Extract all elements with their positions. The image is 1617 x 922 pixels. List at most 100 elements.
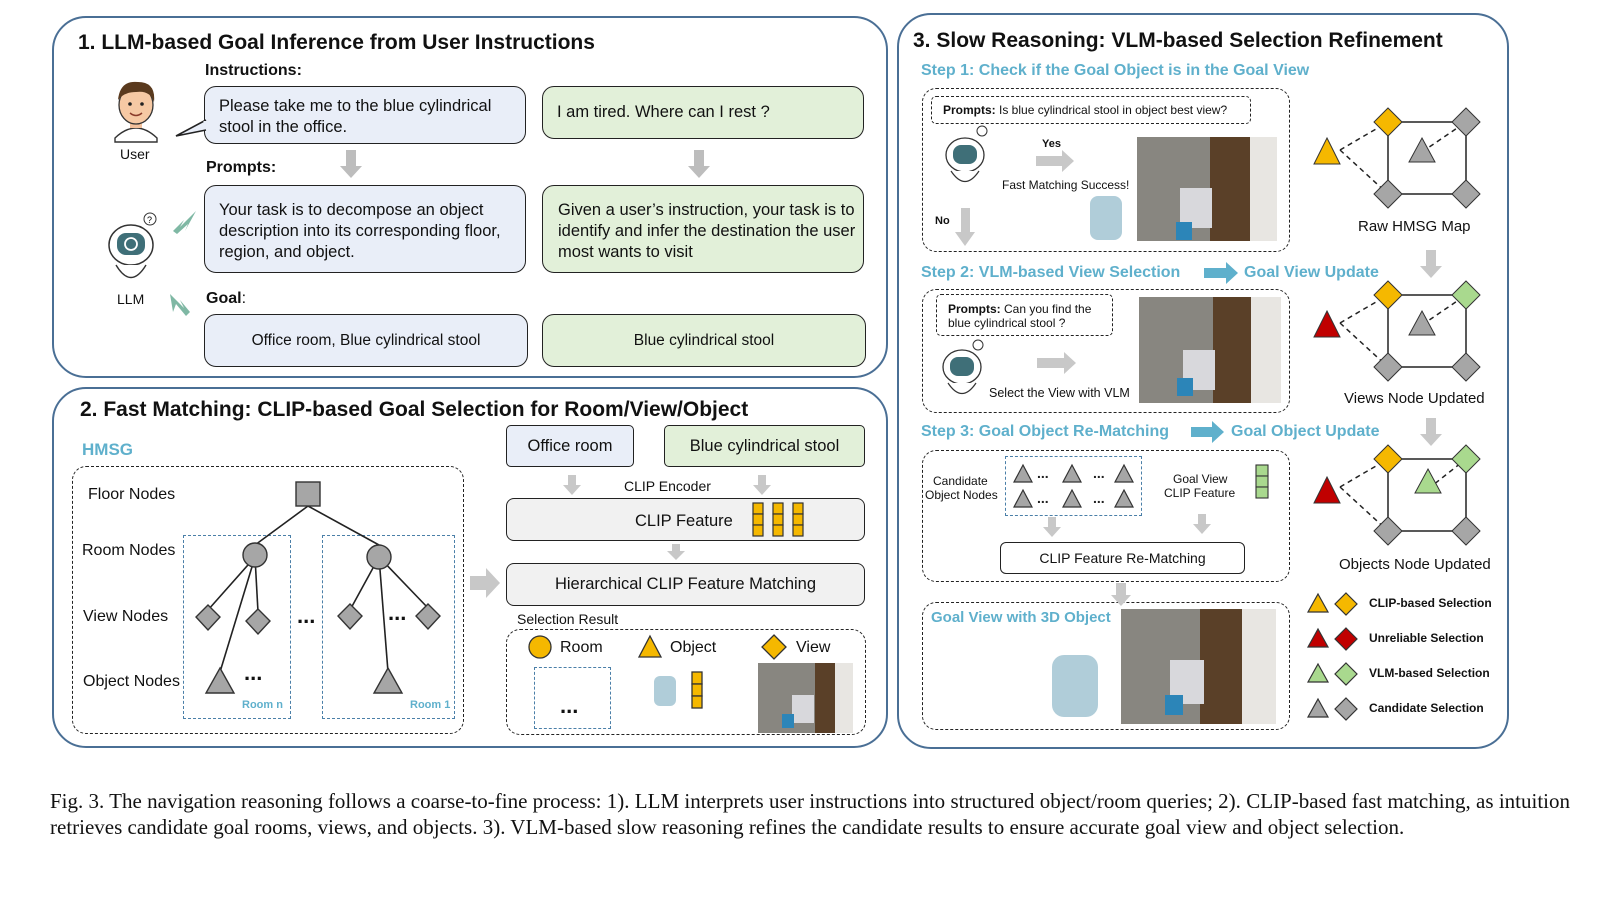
prompt-box-2 bbox=[542, 185, 864, 273]
room-1-label: Room 1 bbox=[410, 699, 451, 711]
query-box-office: Office room bbox=[506, 425, 634, 467]
select-view-label: Select the View with VLM bbox=[989, 386, 1130, 400]
view-nodes-label: View Nodes bbox=[83, 608, 169, 625]
goal-view-3d-label: Goal View with 3D Object bbox=[931, 609, 1111, 626]
objects-updated-map bbox=[1313, 444, 1481, 546]
instructions-label: Instructions: bbox=[205, 62, 302, 79]
legend-candidate-label: Candidate Selection bbox=[1369, 701, 1484, 715]
step3-update-label: Goal Object Update bbox=[1231, 423, 1380, 440]
query-text-stool: Blue cylindrical stool bbox=[689, 436, 840, 455]
view-legend-icon bbox=[761, 634, 787, 660]
instruction-text-2: I am tired. Where can I rest ? bbox=[557, 103, 770, 121]
candidate-label-b: Object Nodes bbox=[925, 488, 998, 502]
room-1-region bbox=[322, 535, 455, 719]
step2-region bbox=[922, 289, 1290, 413]
clip-feature-icon bbox=[752, 502, 804, 537]
candidate-nodes-region bbox=[1005, 456, 1142, 516]
instruction-text-1: Please take me to the blue cylindrical s… bbox=[219, 97, 492, 136]
legend-clip-label: CLIP-based Selection bbox=[1369, 596, 1492, 610]
map2-label: Views Node Updated bbox=[1344, 390, 1485, 407]
panel1-title: 1. LLM-based Goal Inference from User In… bbox=[78, 31, 595, 54]
vlm-robot-icon bbox=[945, 125, 988, 183]
prompts-label: Prompts: bbox=[206, 159, 277, 176]
query-box-stool: Blue cylindrical stool bbox=[664, 425, 865, 467]
views-updated-map bbox=[1313, 280, 1481, 382]
step2-label: Step 2: VLM-based View Selection bbox=[921, 264, 1181, 281]
view-node bbox=[415, 603, 441, 631]
ellipsis-rooms: ... bbox=[297, 603, 316, 628]
llm-arrows bbox=[170, 211, 196, 316]
svg-text:...: ... bbox=[1037, 490, 1049, 506]
goalview-label-a: Goal View bbox=[1173, 472, 1228, 486]
goal-label: Goal: bbox=[206, 290, 246, 308]
floor-node bbox=[295, 481, 321, 507]
fast-success-label: Fast Matching Success! bbox=[1002, 178, 1130, 192]
svg-text:...: ... bbox=[1037, 465, 1049, 481]
map1-label: Raw HMSG Map bbox=[1358, 218, 1471, 235]
clip-feature-label: CLIP Feature bbox=[635, 512, 733, 530]
object-nodes-label: Object Nodes bbox=[83, 673, 180, 690]
object-node bbox=[372, 666, 404, 694]
llm-label: LLM bbox=[117, 291, 145, 307]
hmsg-graph-region bbox=[72, 466, 464, 734]
prompt-text-1: Your task is to decompose an object desc… bbox=[219, 201, 501, 261]
instruction-box-2: I am tired. Where can I rest ? bbox=[542, 86, 864, 139]
candidate-ellipses: ...... ...... bbox=[1037, 465, 1105, 506]
legend-shapes bbox=[1306, 592, 1358, 721]
step3-region bbox=[922, 450, 1290, 582]
hmsg-nodes bbox=[195, 481, 441, 694]
rematching-box: CLIP Feature Re-Matching bbox=[1000, 542, 1245, 574]
legend-vlm-label: VLM-based Selection bbox=[1369, 666, 1490, 680]
room-nodes-label: Room Nodes bbox=[82, 542, 176, 559]
legend-view-label: View bbox=[796, 639, 831, 656]
rematching-label: CLIP Feature Re-Matching bbox=[1039, 550, 1206, 566]
teal-arrows bbox=[1191, 262, 1238, 443]
result-room-placeholder bbox=[534, 667, 611, 729]
step1-prompt-box bbox=[931, 96, 1251, 124]
selection-result-legend bbox=[528, 634, 787, 709]
ellipsis-objects: ... bbox=[244, 660, 263, 685]
goal-text-2: Blue cylindrical stool bbox=[633, 331, 775, 349]
legend-room-label: Room bbox=[560, 639, 603, 656]
goal-colon: : bbox=[241, 290, 247, 307]
vlm-robot-icon-2 bbox=[942, 339, 984, 395]
step2-prompt-box bbox=[936, 294, 1113, 336]
svg-text:?: ? bbox=[147, 215, 152, 225]
instruction-box-1 bbox=[204, 86, 526, 144]
panel3-title: 3. Slow Reasoning: VLM-based Selection R… bbox=[913, 29, 1443, 52]
yes-label: Yes bbox=[1042, 138, 1061, 150]
room-legend-icon bbox=[528, 635, 552, 659]
step2-update-label: Goal View Update bbox=[1244, 264, 1379, 281]
room-node bbox=[242, 542, 268, 568]
room-node bbox=[366, 544, 392, 570]
legend-unreliable-label: Unreliable Selection bbox=[1369, 631, 1484, 645]
prompt-box-1 bbox=[204, 185, 526, 273]
selection-result-region bbox=[506, 629, 866, 735]
result-room-ellipsis: ... bbox=[560, 693, 579, 718]
point-cloud-object-icon bbox=[654, 196, 1122, 717]
hmsg-tree bbox=[207, 505, 429, 673]
speech-bubble-tail bbox=[175, 119, 207, 137]
hmsg-to-matching-arrow bbox=[470, 568, 500, 598]
panel1-down-arrows bbox=[340, 150, 710, 178]
step2-prompt-line1: Prompts: Can you find the bbox=[948, 302, 1091, 316]
legend-object-label: Object bbox=[670, 639, 717, 656]
room-n-label: Room n bbox=[242, 699, 283, 711]
user-avatar-icon bbox=[114, 81, 158, 143]
llm-robot-icon: ? bbox=[108, 212, 157, 279]
selection-result-label: Selection Result bbox=[517, 611, 619, 627]
view-node bbox=[245, 608, 271, 636]
goal-label-text: Goal bbox=[206, 290, 242, 307]
panel2-small-arrows bbox=[563, 475, 771, 560]
floor-nodes-label: Floor Nodes bbox=[88, 486, 176, 503]
user-label: User bbox=[120, 146, 150, 162]
step2-prompt-bold: Prompts: bbox=[948, 302, 1001, 316]
svg-text:...: ... bbox=[1093, 490, 1105, 506]
step1-region bbox=[922, 88, 1290, 252]
goal-view-3d-region bbox=[922, 602, 1290, 730]
prompt-text-2: Given a user’s instruction, your task is… bbox=[558, 201, 856, 261]
panel2-title: 2. Fast Matching: CLIP-based Goal Select… bbox=[80, 398, 749, 421]
step2-prompt-a: Can you find the bbox=[1004, 302, 1092, 316]
goalview-label-b: CLIP Feature bbox=[1164, 486, 1236, 500]
